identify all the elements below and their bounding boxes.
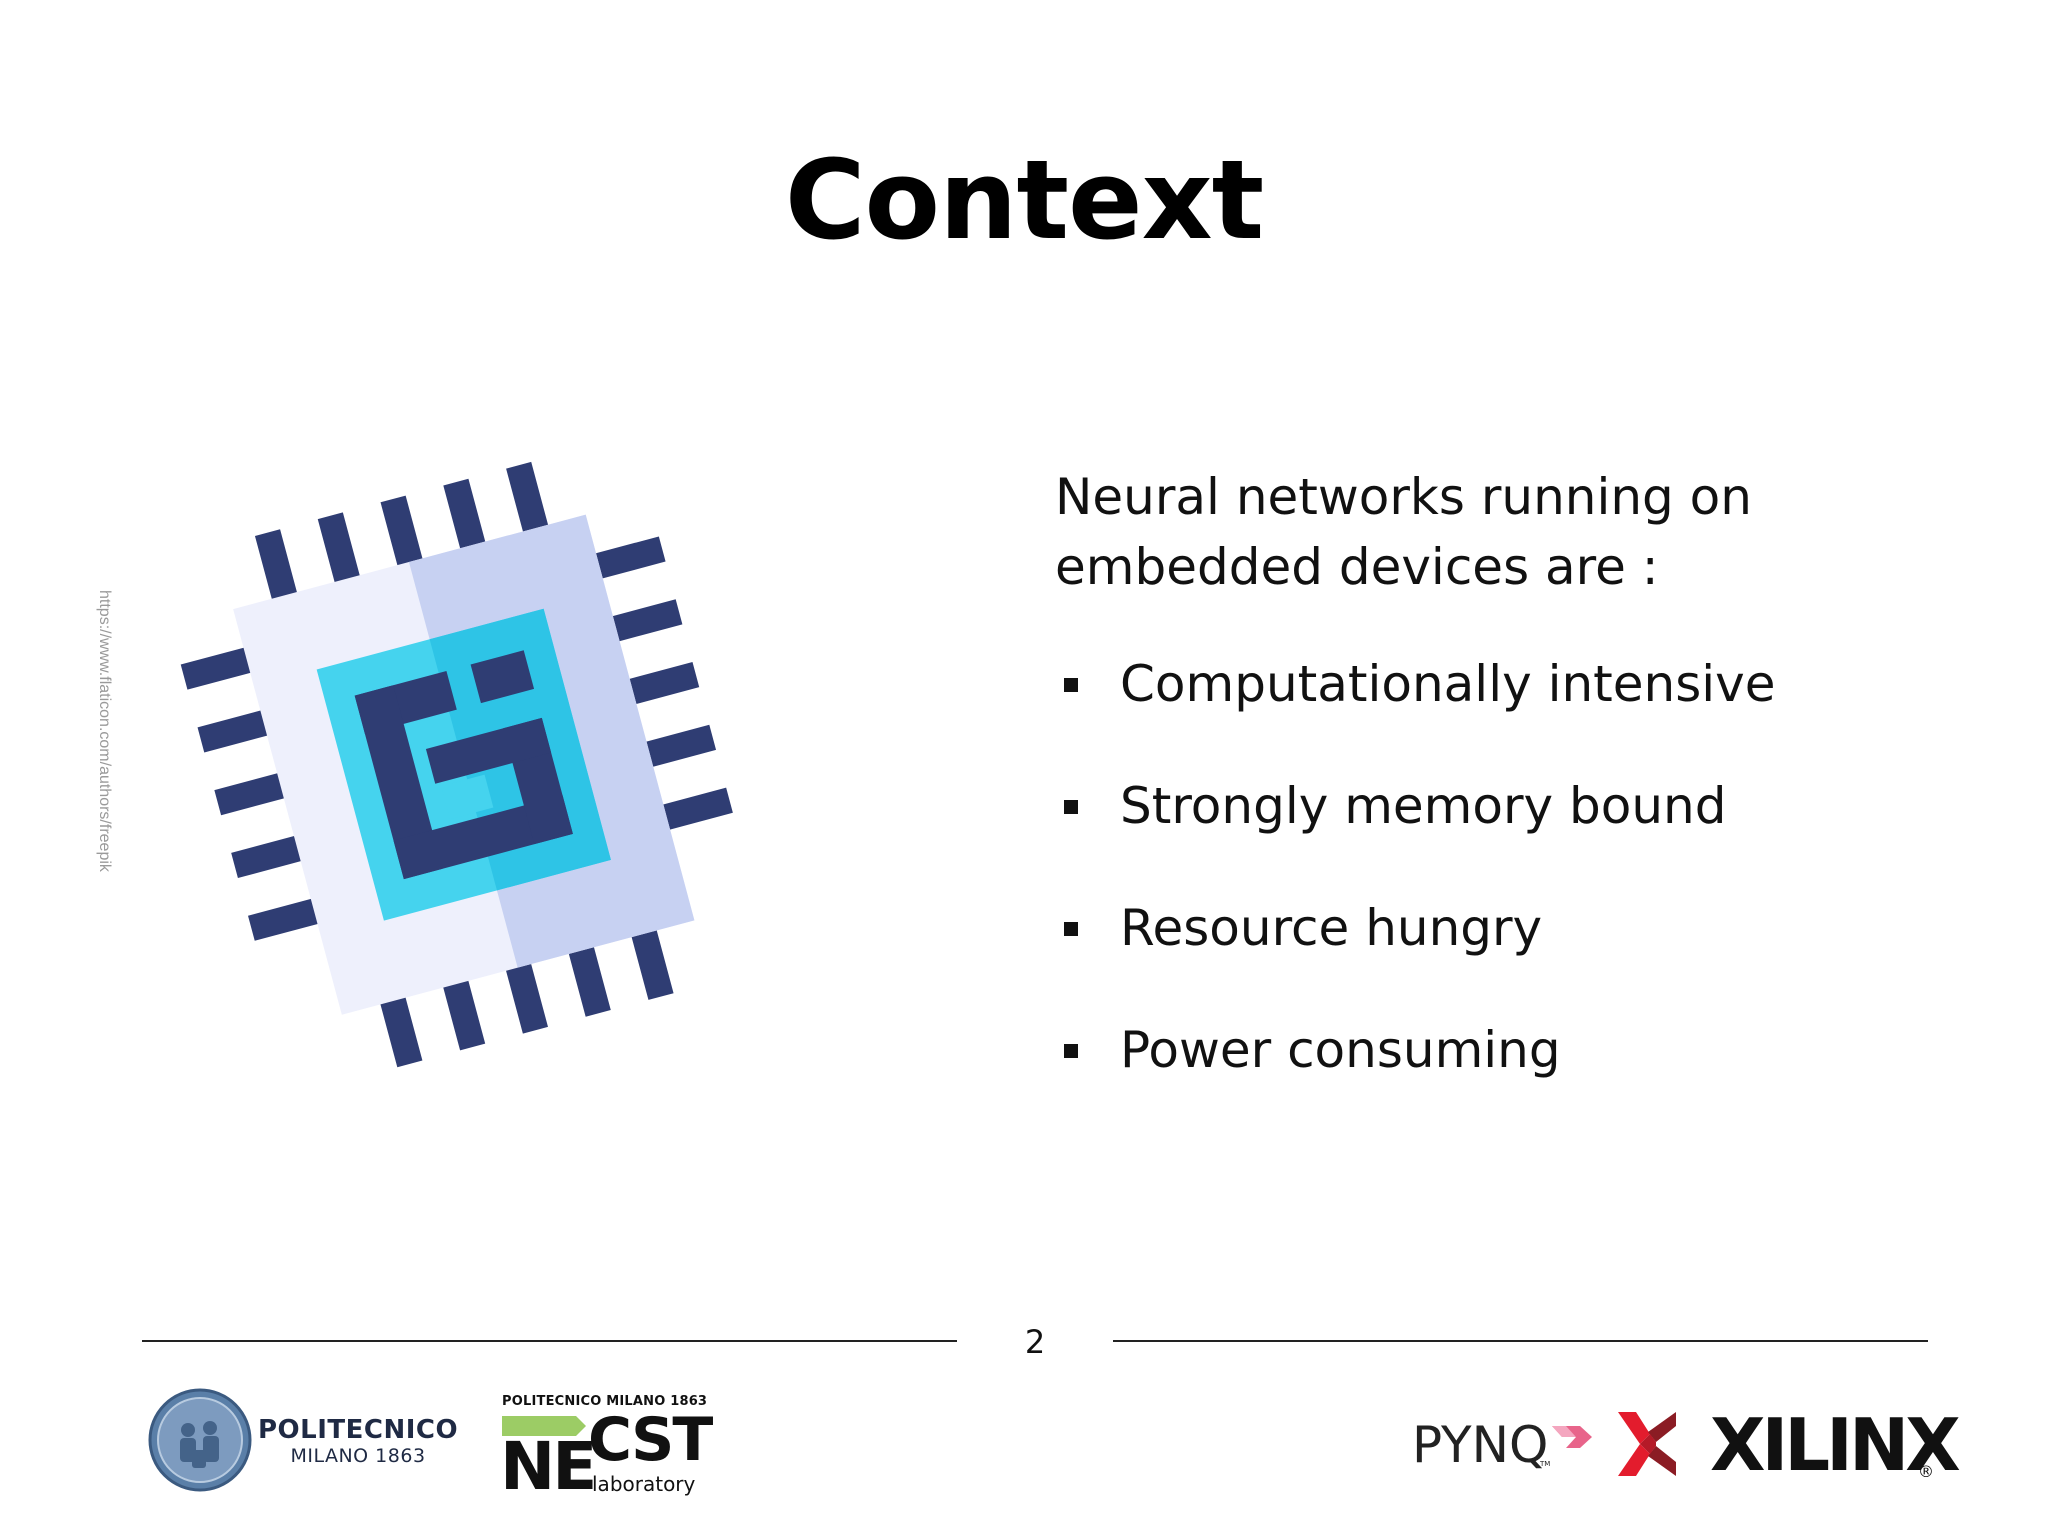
intro-line-2: embedded devices are : (1055, 538, 1659, 596)
footer-divider-left (142, 1340, 957, 1342)
necst-caption: POLITECNICO MILANO 1863 (502, 1394, 708, 1409)
list-item: Power consuming (1060, 1014, 1960, 1136)
pynq-trademark: TM (1540, 1460, 1551, 1468)
xilinx-mark-icon (1618, 1412, 1676, 1476)
xilinx-logo: XILINX ® (1618, 1404, 1961, 1490)
polimi-seal-logo (148, 1388, 252, 1492)
footer-divider-right (1113, 1340, 1928, 1342)
polimi-name: POLITECNICO (258, 1415, 459, 1445)
xilinx-wordmark: XILINX (1710, 1403, 1961, 1487)
intro-text: Neural networks running on embedded devi… (1055, 462, 1855, 602)
polimi-wordmark: POLITECNICO MILANO 1863 (258, 1416, 458, 1468)
polimi-seal-icon (148, 1388, 252, 1492)
bullet-square-icon (1064, 800, 1078, 814)
bullet-square-icon (1064, 922, 1078, 936)
polimi-year: MILANO 1863 (290, 1445, 426, 1467)
list-item: Computationally intensive (1060, 648, 1960, 770)
pynq-logo: PYNQ TM (1412, 1410, 1592, 1480)
bullet-text: Computationally intensive (1120, 655, 1776, 713)
bullet-square-icon (1064, 678, 1078, 692)
necst-cst: CST (588, 1405, 713, 1475)
chip-illustration (170, 430, 850, 1070)
bullet-list: Computationally intensive Strongly memor… (1060, 648, 1960, 1136)
necst-green-arrow-icon (502, 1416, 586, 1436)
slide-title: Context (784, 136, 1264, 264)
pynq-arrow-icon (1552, 1426, 1592, 1448)
xilinx-registered-mark: ® (1918, 1462, 1934, 1481)
list-item: Resource hungry (1060, 892, 1960, 1014)
bullet-text: Resource hungry (1120, 899, 1543, 957)
page-number: 2 (1024, 1323, 1046, 1361)
pynq-wordmark: PYNQ (1412, 1416, 1549, 1474)
list-item: Strongly memory bound (1060, 770, 1960, 892)
image-credit: https://www.flaticon.com/authors/freepik (96, 590, 113, 872)
necst-ne: NE (500, 1428, 597, 1505)
bullet-square-icon (1064, 1044, 1078, 1058)
intro-line-1: Neural networks running on (1055, 468, 1752, 526)
bullet-text: Strongly memory bound (1120, 777, 1727, 835)
necst-logo: POLITECNICO MILANO 1863 NE CST laborator… (500, 1394, 713, 1505)
microchip-icon (180, 461, 733, 1068)
bullet-text: Power consuming (1120, 1021, 1561, 1079)
necst-laboratory: laboratory (592, 1472, 696, 1496)
